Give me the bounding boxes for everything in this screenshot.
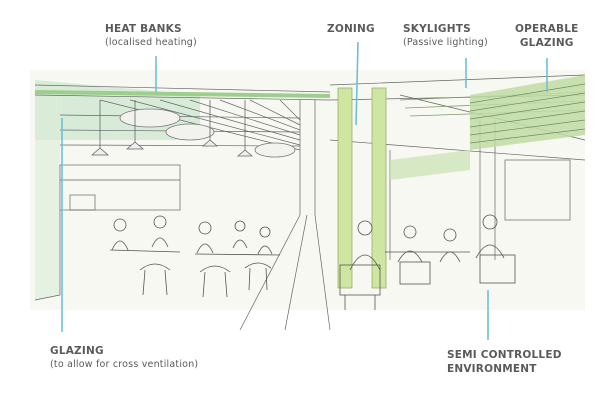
right-diners	[339, 214, 516, 310]
left-wall-glazing	[35, 80, 60, 300]
operable-glazing-louvres	[469, 83, 586, 144]
heat-bank-beam	[34, 90, 331, 98]
zoning-label: ZONING	[327, 22, 375, 36]
glazing-label: GLAZING (to allow for cross ventilation)	[50, 344, 198, 372]
heat-banks-subtitle: (localised heating)	[105, 37, 197, 48]
mid-glazing	[390, 150, 470, 180]
skylights-subtitle: (Passive lighting)	[403, 37, 488, 48]
operable-glazing-subtitle: GLAZING	[519, 37, 574, 49]
kitchen-counter	[34, 164, 181, 301]
corridor	[239, 100, 331, 331]
semi-controlled-title: SEMI CONTROLLED	[447, 349, 562, 361]
operable-glazing-title: OPERABLE	[515, 23, 579, 35]
left-diners	[109, 215, 281, 298]
zoning-column-left	[337, 87, 353, 289]
zoning-leader	[355, 41, 359, 126]
zoning-title: ZONING	[327, 23, 375, 35]
semi-controlled-label: SEMI CONTROLLED ENVIRONMENT	[447, 348, 562, 376]
zoning-column-right	[371, 87, 387, 289]
skylights-label: SKYLIGHTS (Passive lighting)	[403, 22, 488, 50]
skylights-title: SKYLIGHTS	[403, 23, 471, 35]
heat-banks-label: HEAT BANKS (localised heating)	[105, 22, 197, 50]
heat-banks-title: HEAT BANKS	[105, 23, 182, 35]
glazing-title: GLAZING	[50, 345, 104, 357]
pendant-lights	[90, 100, 254, 157]
semi-controlled-subtitle: ENVIRONMENT	[447, 363, 537, 375]
operable-glazing-label: OPERABLE GLAZING	[515, 22, 578, 50]
glazing-subtitle: (to allow for cross ventilation)	[50, 359, 199, 370]
